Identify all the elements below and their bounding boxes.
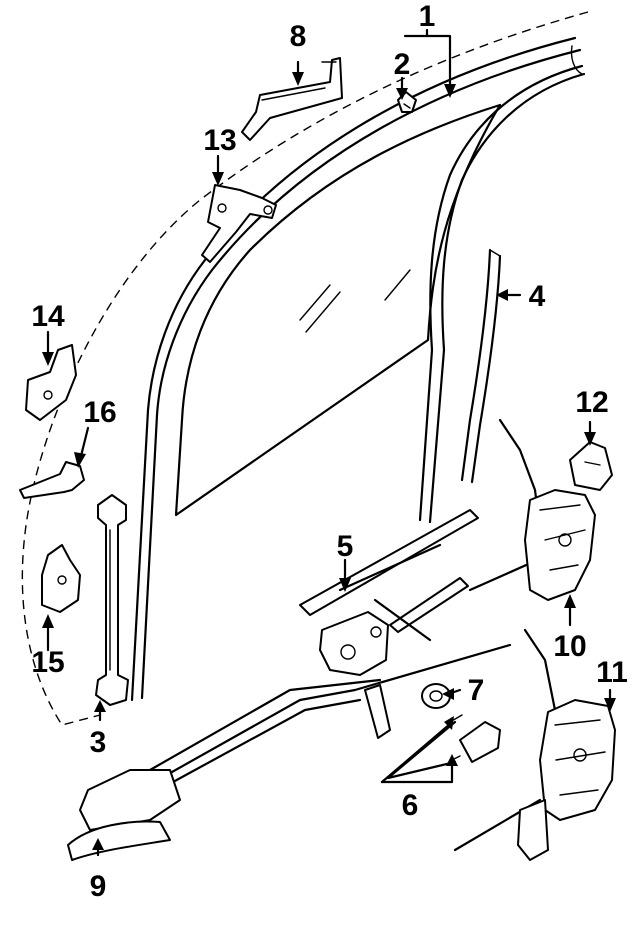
door-glass <box>174 103 502 517</box>
callout-14: 14 <box>31 300 65 333</box>
window-frame <box>130 36 586 702</box>
inside-handle-part <box>67 643 512 861</box>
callout-9: 9 <box>90 870 107 903</box>
callout-11: 11 <box>596 656 628 689</box>
lower-latch-part <box>453 628 616 861</box>
leader-lines <box>46 28 612 857</box>
callout-2: 2 <box>394 48 411 81</box>
lower-hinge-part <box>25 344 77 421</box>
cover-part <box>421 683 451 709</box>
arrowheads <box>42 72 616 850</box>
callout-4: 4 <box>529 280 546 313</box>
door-outline <box>21 11 589 726</box>
callout-7: 7 <box>468 674 485 707</box>
callout-labels: 1 2 3 4 5 6 7 8 9 10 11 12 13 14 15 16 <box>31 0 628 903</box>
callout-8: 8 <box>290 20 307 53</box>
window-regulator-part <box>299 509 479 676</box>
callout-1: 1 <box>419 0 436 33</box>
callout-5: 5 <box>337 530 354 563</box>
check-rod-part <box>19 461 85 499</box>
front-channel-part <box>95 494 129 706</box>
door-check-part <box>201 184 277 263</box>
callout-12: 12 <box>575 386 608 419</box>
upper-hinge-part <box>241 57 343 141</box>
door-latch-part <box>468 418 596 601</box>
callout-16: 16 <box>83 396 116 429</box>
hinge-lower-part <box>41 544 81 613</box>
callout-3: 3 <box>90 726 107 759</box>
bracket-part <box>569 441 613 491</box>
run-channel-part <box>460 248 502 484</box>
callout-15: 15 <box>31 646 64 679</box>
callout-13: 13 <box>203 124 236 157</box>
callout-10: 10 <box>553 630 586 663</box>
lock-cylinder-part <box>386 714 501 780</box>
callout-6: 6 <box>402 789 419 822</box>
